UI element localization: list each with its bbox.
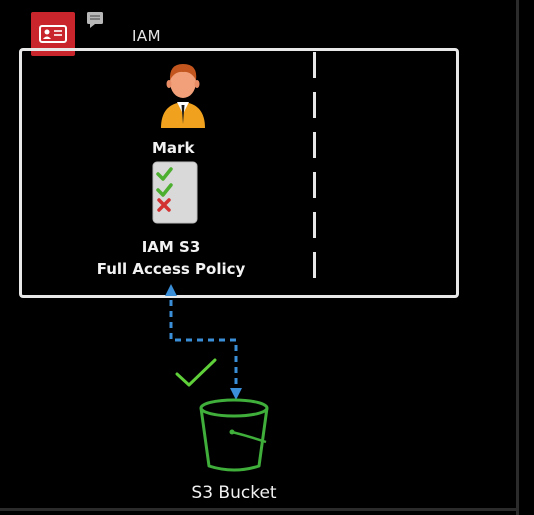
iam-id-card-icon	[39, 25, 67, 43]
checkmark-icon	[175, 358, 217, 387]
frame-edge-right	[516, 0, 519, 515]
user-name: Mark	[152, 139, 195, 157]
bucket-label: S3 Bucket	[191, 483, 277, 503]
iam-dashed-divider	[313, 52, 316, 292]
iam-boundary-box	[19, 48, 459, 298]
connector-arrow-up-icon	[165, 284, 177, 296]
comment-icon[interactable]	[86, 11, 104, 29]
frame-edge-bottom	[0, 508, 519, 511]
policy-label-line2: Full Access Policy	[96, 260, 246, 278]
s3-bucket-icon	[199, 398, 269, 472]
policy-label-line1: IAM S3	[141, 238, 201, 256]
iam-label: IAM	[132, 27, 162, 45]
policy-checklist-icon	[152, 161, 198, 224]
connector-arrow-down-icon	[230, 388, 242, 400]
policy-label: IAM S3 Full Access Policy	[60, 236, 282, 280]
user-icon	[161, 64, 205, 128]
